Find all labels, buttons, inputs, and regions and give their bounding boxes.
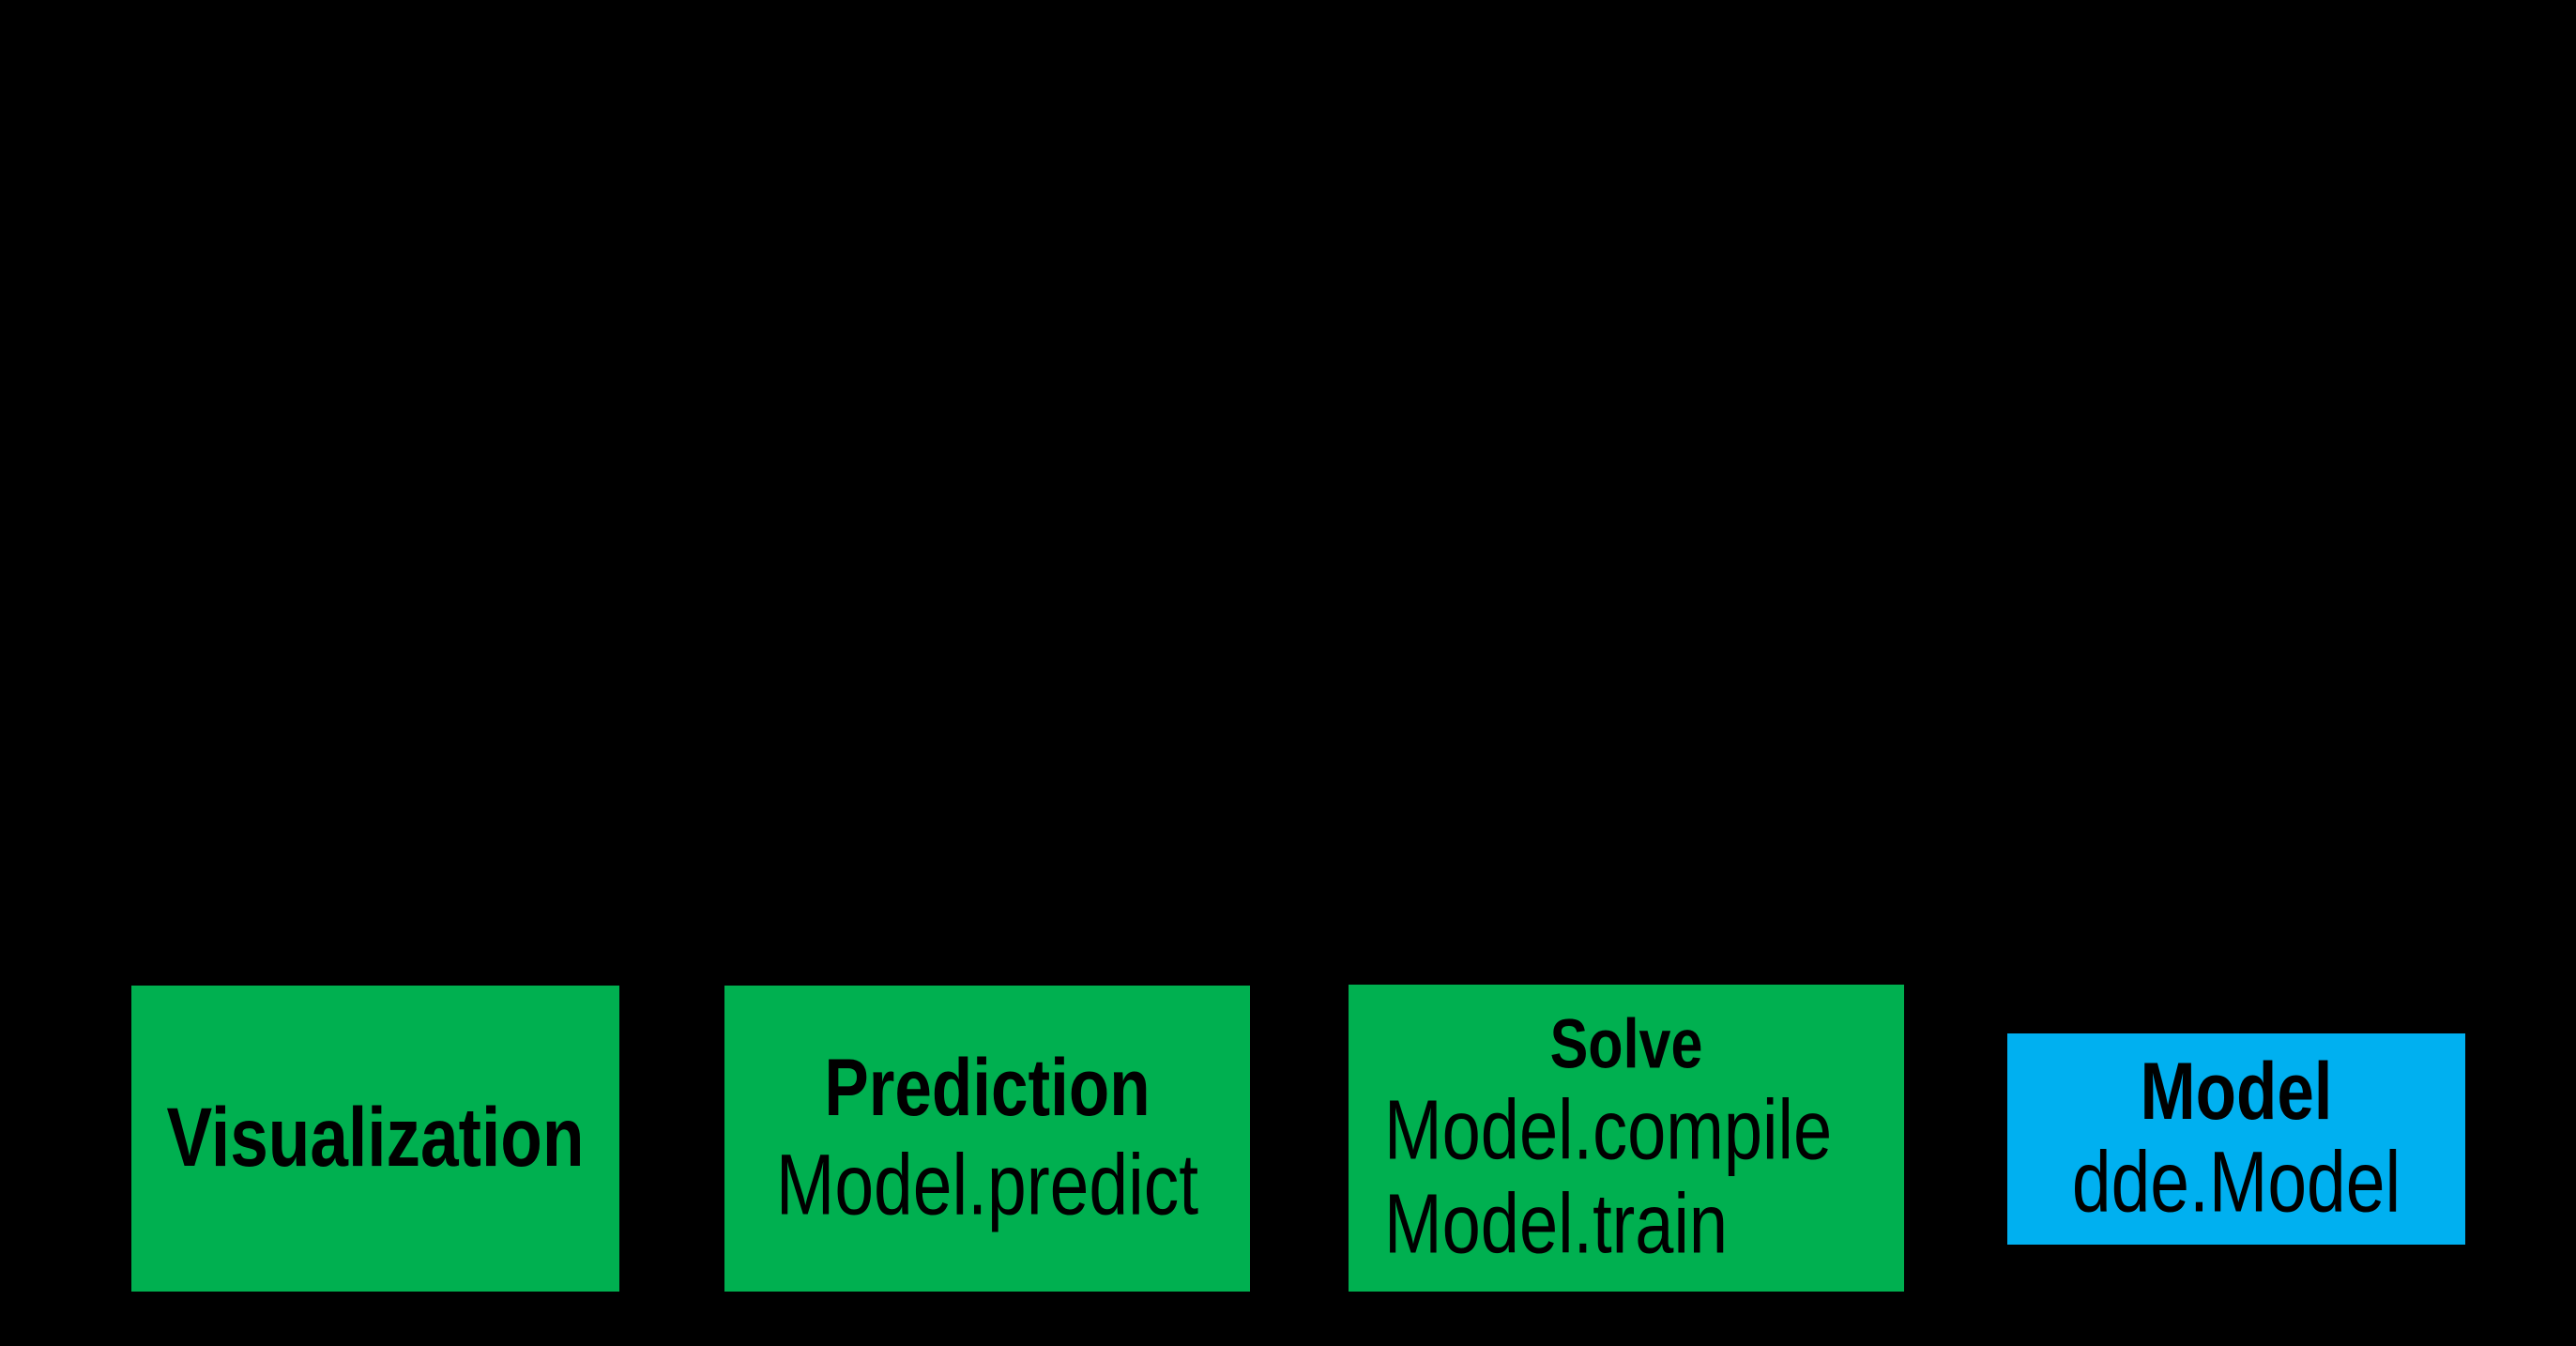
diagram-box-model: Model dde.Model bbox=[2007, 1033, 2465, 1245]
diagram-box-solve: Solve Model.compile Model.train bbox=[1349, 985, 1904, 1292]
model-box-api-label: dde.Model bbox=[2071, 1133, 2401, 1231]
solve-box-title: Solve bbox=[1549, 1004, 1703, 1083]
solve-box-train-label: Model.train bbox=[1384, 1175, 1729, 1271]
visualization-box-title: Visualization bbox=[166, 1091, 585, 1185]
diagram-box-prediction: Prediction Model.predict bbox=[724, 986, 1250, 1292]
prediction-box-api-label: Model.predict bbox=[775, 1136, 1199, 1233]
prediction-box-title: Prediction bbox=[824, 1043, 1151, 1134]
diagram-box-visualization: Visualization bbox=[131, 986, 619, 1292]
model-box-title: Model bbox=[2140, 1047, 2333, 1138]
solve-box-compile-label: Model.compile bbox=[1384, 1081, 1833, 1177]
